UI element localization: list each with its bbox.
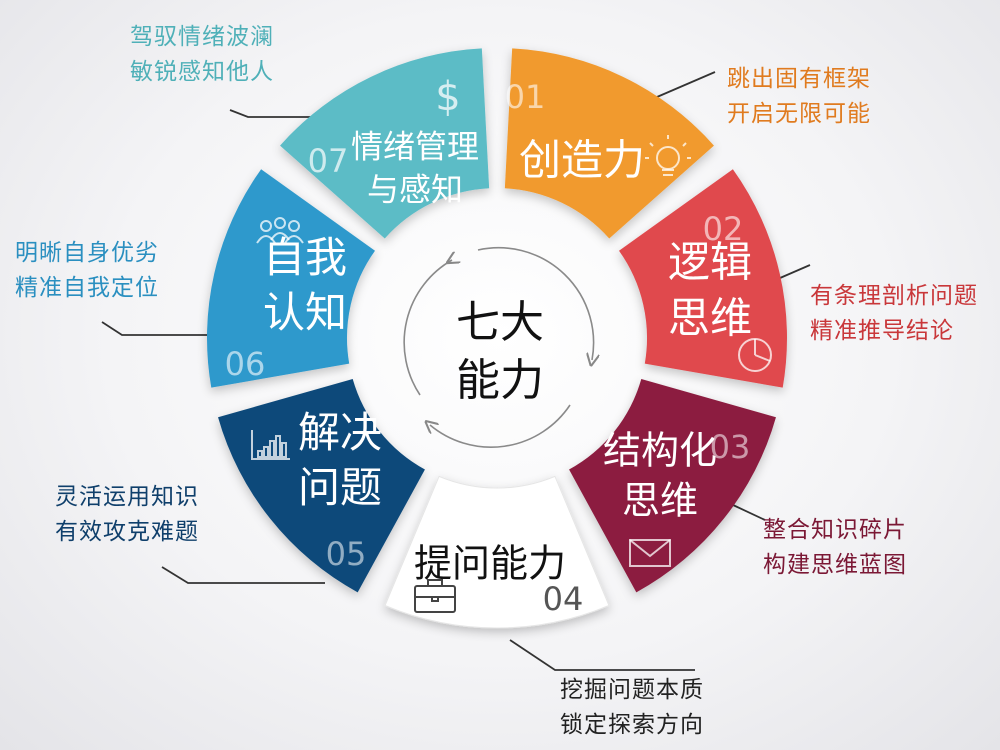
segment-02-title-line2: 思维 bbox=[668, 294, 752, 343]
people-icon bbox=[256, 217, 304, 244]
segment-06-title-line2: 认知 bbox=[263, 288, 347, 337]
leader-line-01 bbox=[649, 71, 716, 101]
callout-06: 明晰自身优劣 精准自我定位 bbox=[15, 236, 159, 306]
callout-04: 挖掘问题本质 锁定探索方向 bbox=[560, 673, 704, 743]
segment-07-title-line2: 与感知 bbox=[367, 171, 463, 209]
segment-04-number: 04 bbox=[543, 580, 584, 618]
callout-02-line1: 有条理剖析问题 bbox=[810, 283, 978, 309]
callout-07-line2: 敏锐感知他人 bbox=[130, 59, 274, 85]
segment-05-number: 05 bbox=[326, 535, 367, 573]
callout-02: 有条理剖析问题 精准推导结论 bbox=[810, 279, 978, 349]
segment-01-title-line1: 创造力 bbox=[519, 136, 645, 185]
lightbulb-icon bbox=[645, 135, 691, 176]
callout-01-line1: 跳出固有框架 bbox=[727, 66, 871, 92]
center-title-line1: 七大 bbox=[456, 297, 544, 348]
segment-03-title-line2: 思维 bbox=[622, 478, 698, 522]
leader-line-02 bbox=[779, 264, 811, 279]
cycle-arrows bbox=[403, 246, 593, 448]
svg-text:$: $ bbox=[435, 74, 460, 120]
callout-02-line2: 精准推导结论 bbox=[810, 318, 954, 344]
segment-06-shape bbox=[207, 169, 375, 388]
pie-chart-icon bbox=[738, 338, 772, 372]
envelope-icon bbox=[629, 539, 671, 567]
segment-02-shape bbox=[619, 169, 787, 388]
segment-04-title-line1: 提问能力 bbox=[414, 541, 566, 585]
segment-02-number: 02 bbox=[703, 210, 744, 248]
callout-05: 灵活运用知识 有效攻克难题 bbox=[55, 480, 199, 550]
center-title-line2: 能力 bbox=[456, 355, 544, 406]
leader-line-05 bbox=[161, 566, 325, 584]
leader-line-03 bbox=[732, 504, 766, 521]
callout-01: 跳出固有框架 开启无限可能 bbox=[727, 62, 871, 132]
segment-07-number: 07 bbox=[308, 142, 349, 180]
leader-line-06 bbox=[101, 321, 213, 336]
segment-01: 01 创造力 bbox=[504, 48, 714, 239]
callout-03: 整合知识碎片 构建思维蓝图 bbox=[763, 513, 907, 583]
callout-04-line1: 挖掘问题本质 bbox=[560, 677, 704, 703]
leader-line-07 bbox=[229, 109, 325, 118]
segment-07-title-line1: 情绪管理 bbox=[351, 128, 479, 166]
segment-05-title-line2: 问题 bbox=[298, 463, 382, 512]
segment-01-number: 01 bbox=[505, 78, 546, 116]
segment-03-number: 03 bbox=[710, 428, 751, 466]
callout-03-line2: 构建思维蓝图 bbox=[763, 552, 907, 578]
callout-07-line1: 驾驭情绪波澜 bbox=[130, 24, 274, 50]
segment-04-shape bbox=[384, 475, 610, 629]
segment-07-shape bbox=[280, 48, 490, 239]
dollar-icon: $ bbox=[435, 74, 460, 120]
callout-03-line1: 整合知识碎片 bbox=[763, 517, 907, 543]
callout-04-line2: 锁定探索方向 bbox=[560, 712, 704, 738]
segment-05-shape bbox=[218, 378, 425, 593]
briefcase-icon bbox=[414, 579, 456, 613]
segment-03-shape bbox=[569, 378, 776, 593]
callout-06-line2: 精准自我定位 bbox=[15, 275, 159, 301]
segment-03-title-line1: 结构化 bbox=[603, 428, 717, 472]
leader-line-04 bbox=[509, 639, 695, 671]
segment-02-title-line1: 逻辑 bbox=[668, 238, 752, 287]
segment-05-title-line1: 解决 bbox=[298, 408, 382, 457]
segment-06-number: 06 bbox=[225, 345, 266, 383]
leader-lines bbox=[101, 71, 811, 671]
segment-01-shape bbox=[504, 48, 714, 239]
callout-06-line1: 明晰自身优劣 bbox=[15, 240, 159, 266]
segment-06-title-line1: 自我 bbox=[263, 233, 347, 282]
callout-07: 驾驭情绪波澜 敏锐感知他人 bbox=[130, 20, 274, 90]
bar-chart-icon bbox=[251, 430, 290, 460]
callout-05-line2: 有效攻克难题 bbox=[55, 519, 199, 545]
callout-05-line1: 灵活运用知识 bbox=[55, 484, 199, 510]
callout-01-line2: 开启无限可能 bbox=[727, 101, 871, 127]
